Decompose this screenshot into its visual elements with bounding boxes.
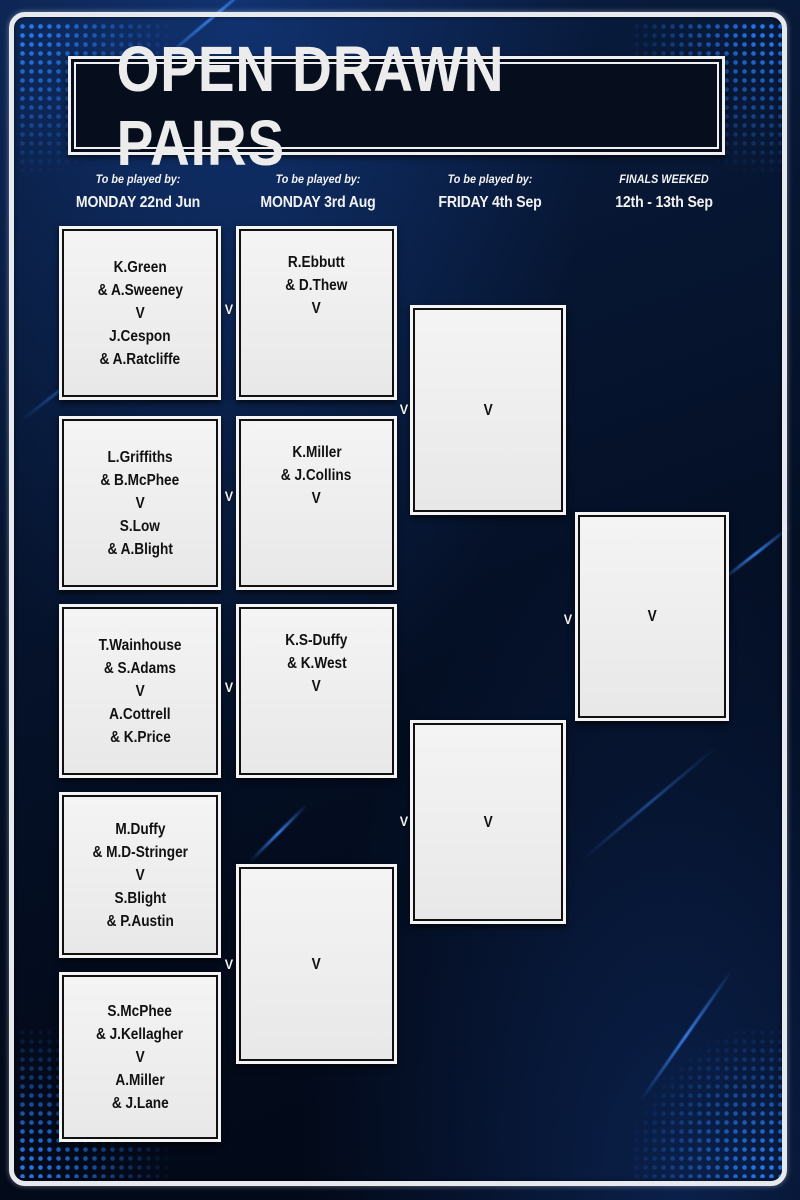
- player-pair-name: L.Griffiths: [107, 448, 173, 466]
- match-box-semifinal: V: [410, 720, 566, 924]
- versus-label: V: [647, 608, 657, 625]
- column-header-round2: To be played by: MONDAY 3rd Aug: [228, 170, 408, 212]
- versus-connector: V: [224, 956, 234, 972]
- column-date: FRIDAY 4th Sep: [438, 194, 542, 211]
- match-box-final: V: [575, 512, 729, 721]
- column-header-round1: To be played by: MONDAY 22nd Jun: [48, 170, 228, 212]
- versus-connector: V: [224, 488, 234, 504]
- versus-label: V: [483, 813, 493, 831]
- versus-label: V: [135, 682, 145, 700]
- player-pair-name: & K.Price: [109, 728, 171, 746]
- column-header-finals: FINALS WEEKED 12th - 13th Sep: [574, 170, 754, 212]
- match-content: V: [580, 517, 724, 716]
- versus-connector: V: [224, 679, 234, 695]
- versus-label: V: [311, 955, 322, 973]
- versus-connector: V: [399, 813, 409, 829]
- match-content: V: [241, 869, 392, 1059]
- match-content: V: [415, 310, 561, 510]
- column-date: MONDAY 3rd Aug: [260, 194, 376, 211]
- column-subtitle: FINALS WEEKED: [619, 172, 709, 186]
- player-pair-name: K.Green: [113, 258, 167, 276]
- player-pair-name: & A.Ratcliffe: [99, 350, 181, 368]
- page-title: OPEN DRAWN PAIRS: [116, 32, 505, 179]
- match-box-round2: V: [236, 864, 397, 1064]
- player-pair-name: R.Ebbutt: [288, 254, 345, 271]
- versus-label: V: [311, 490, 322, 507]
- versus-label: V: [135, 866, 145, 884]
- player-pair-name: J.Cespon: [109, 327, 171, 345]
- column-date: 12th - 13th Sep: [615, 194, 713, 211]
- player-pair-name: K.S-Duffy: [285, 632, 348, 649]
- player-pair-name: & M.D-Stringer: [92, 843, 188, 861]
- player-pair-name: & K.West: [286, 655, 347, 672]
- versus-connector: V: [224, 301, 234, 317]
- player-pair-name: & B.McPhee: [100, 471, 180, 489]
- player-pair-name: & A.Blight: [107, 540, 173, 558]
- versus-connector: V: [399, 401, 409, 417]
- versus-label: V: [311, 300, 322, 317]
- halftone-dots: [632, 1028, 782, 1178]
- player-pair-name: A.Miller: [115, 1071, 165, 1089]
- player-pair-name: & J.Kellagher: [96, 1025, 184, 1043]
- player-pair-name: & A.Sweeney: [97, 281, 183, 299]
- player-pair-name: M.Duffy: [114, 820, 165, 838]
- column-subtitle: To be played by:: [95, 172, 181, 186]
- player-pair-name: S.Blight: [114, 889, 166, 907]
- versus-label: V: [311, 678, 322, 695]
- player-pair-name: K.Miller: [291, 444, 342, 461]
- player-pair-name: S.Low: [119, 517, 161, 535]
- player-pair-name: A.Cottrell: [109, 705, 171, 723]
- title-banner: OPEN DRAWN PAIRS: [68, 32, 725, 179]
- player-pair-name: T.Wainhouse: [98, 636, 182, 654]
- versus-label: V: [135, 304, 145, 322]
- match-content: V: [415, 725, 561, 919]
- column-date: MONDAY 22nd Jun: [75, 194, 201, 211]
- versus-label: V: [135, 494, 145, 512]
- versus-connector: V: [563, 611, 573, 627]
- match-box-semifinal: V: [410, 305, 566, 515]
- column-subtitle: To be played by:: [447, 172, 533, 186]
- column-subtitle: To be played by:: [275, 172, 361, 186]
- player-pair-name: & S.Adams: [103, 659, 177, 677]
- versus-label: V: [483, 401, 493, 419]
- player-pair-name: & D.Thew: [285, 277, 348, 294]
- player-pair-name: & J.Lane: [111, 1094, 169, 1112]
- player-pair-name: & J.Collins: [281, 467, 352, 484]
- versus-label: V: [135, 1048, 145, 1066]
- player-pair-name: S.McPhee: [107, 1002, 173, 1020]
- poster-frame: [9, 12, 787, 1186]
- column-header-semifinals: To be played by: FRIDAY 4th Sep: [400, 170, 580, 212]
- player-pair-name: & P.Austin: [106, 912, 174, 930]
